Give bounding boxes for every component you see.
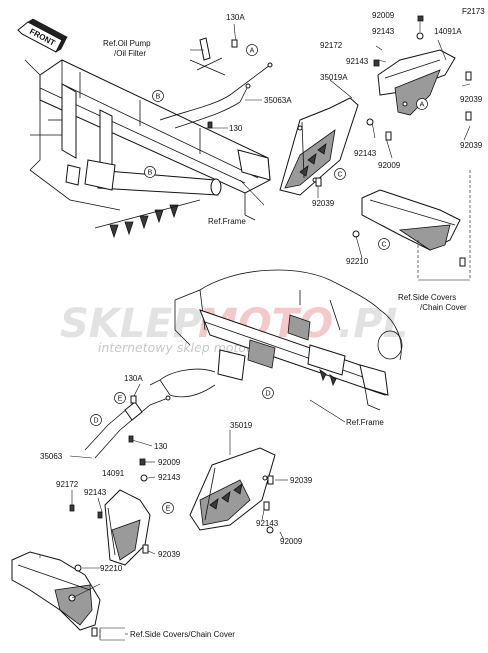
callout-A-top-1: A (246, 44, 258, 56)
label-92039-top-b: 92039 (460, 141, 483, 150)
front-arrow-icon: FRONT (17, 18, 68, 53)
label-130-top: 130 (229, 124, 243, 133)
callout-B-top-2: B (144, 166, 156, 178)
label-14091: 14091 (102, 469, 125, 478)
svg-text:A: A (420, 102, 425, 109)
ref-frame-top: Ref.Frame (208, 217, 246, 226)
label-92143-top-b: 92143 (346, 57, 369, 66)
label-92009-top-b: 92009 (378, 161, 401, 170)
bottom-bolts (69, 395, 274, 637)
svg-text:C: C (337, 172, 342, 179)
label-92009-top-a: 92009 (372, 11, 395, 20)
label-92039-bottom-a: 92039 (290, 476, 313, 485)
watermark-brand-right: .PL (338, 301, 408, 347)
label-35019A: 35019A (320, 73, 348, 82)
label-92039-bottom-b: 92039 (158, 550, 181, 559)
label-92039-top-a: 92039 (460, 95, 483, 104)
callout-D-bottom-2: D (90, 414, 102, 426)
callout-C-top-2: C (378, 238, 390, 250)
label-35063A: 35063A (264, 96, 292, 105)
svg-text:D: D (265, 391, 270, 398)
label-92210-top: 92210 (346, 257, 369, 266)
ref-side-covers-top-line2: /Chain Cover (420, 303, 467, 312)
label-92143-top-a: 92143 (372, 27, 395, 36)
label-92143-bottom-b: 92143 (84, 488, 107, 497)
label-35063: 35063 (40, 452, 63, 461)
watermark-brand-left: SKLEP (60, 301, 202, 347)
label-92009-bottom-a: 92009 (158, 458, 181, 467)
callout-E-bottom-2: E (162, 502, 174, 514)
ref-side-covers-bottom: Ref.Side Covers/Chain Cover (130, 630, 235, 639)
label-92009-bottom-b: 92009 (280, 537, 303, 546)
top-cover-14091A (377, 49, 456, 116)
diagram-id: F2173 (462, 7, 485, 16)
callout-D-bottom-1: D (262, 387, 274, 399)
svg-text:D: D (93, 418, 98, 425)
label-92143-bottom-a: 92143 (158, 473, 181, 482)
svg-text:E: E (166, 506, 171, 513)
top-bolts (207, 15, 472, 267)
ref-oil-pump-line2: /Oil Filter (114, 49, 146, 58)
label-35019: 35019 (230, 421, 253, 430)
bottom-side-cover (11, 551, 101, 631)
top-guard-35019A (279, 97, 359, 196)
top-hose-35063A (159, 62, 273, 129)
callout-B-top-1: B (152, 90, 164, 102)
watermark: SKLEP MOTO .PL internetowy sklep motocyk… (60, 301, 408, 355)
top-frame-drawing (24, 59, 271, 239)
ref-frame-bottom: Ref.Frame (346, 418, 384, 427)
ref-side-covers-top-line1: Ref.Side Covers (398, 293, 456, 302)
bottom-frame-drawing (149, 269, 403, 411)
label-92210-bottom: 92210 (100, 564, 123, 573)
top-chain-cover-piece (352, 189, 461, 251)
label-92039-top-c: 92039 (312, 199, 335, 208)
label-92172-top: 92172 (320, 41, 343, 50)
callout-C-top-1: C (334, 168, 346, 180)
label-130-bottom: 130 (154, 442, 168, 451)
label-92172-bottom: 92172 (56, 480, 79, 489)
label-130A-top: 130A (226, 13, 245, 22)
svg-text:C: C (381, 242, 386, 249)
label-14091A: 14091A (434, 27, 462, 36)
callout-A-top-2: A (416, 98, 428, 110)
bottom-guard-35019 (189, 447, 276, 531)
svg-text:B: B (156, 94, 161, 101)
bottom-cover-14091 (104, 489, 151, 566)
top-oil-pump-bracket (189, 37, 226, 76)
svg-text:E: E (118, 396, 123, 403)
label-130A-bottom: 130A (124, 374, 143, 383)
ref-oil-pump-line1: Ref.Oil Pump (103, 39, 151, 48)
svg-text:A: A (250, 48, 255, 55)
svg-text:B: B (148, 170, 153, 177)
callout-E-bottom-1: E (114, 392, 126, 404)
label-92143-top-c: 92143 (354, 149, 377, 158)
bottom-hose-35063 (84, 395, 171, 459)
label-92143-bottom-c: 92143 (256, 519, 279, 528)
